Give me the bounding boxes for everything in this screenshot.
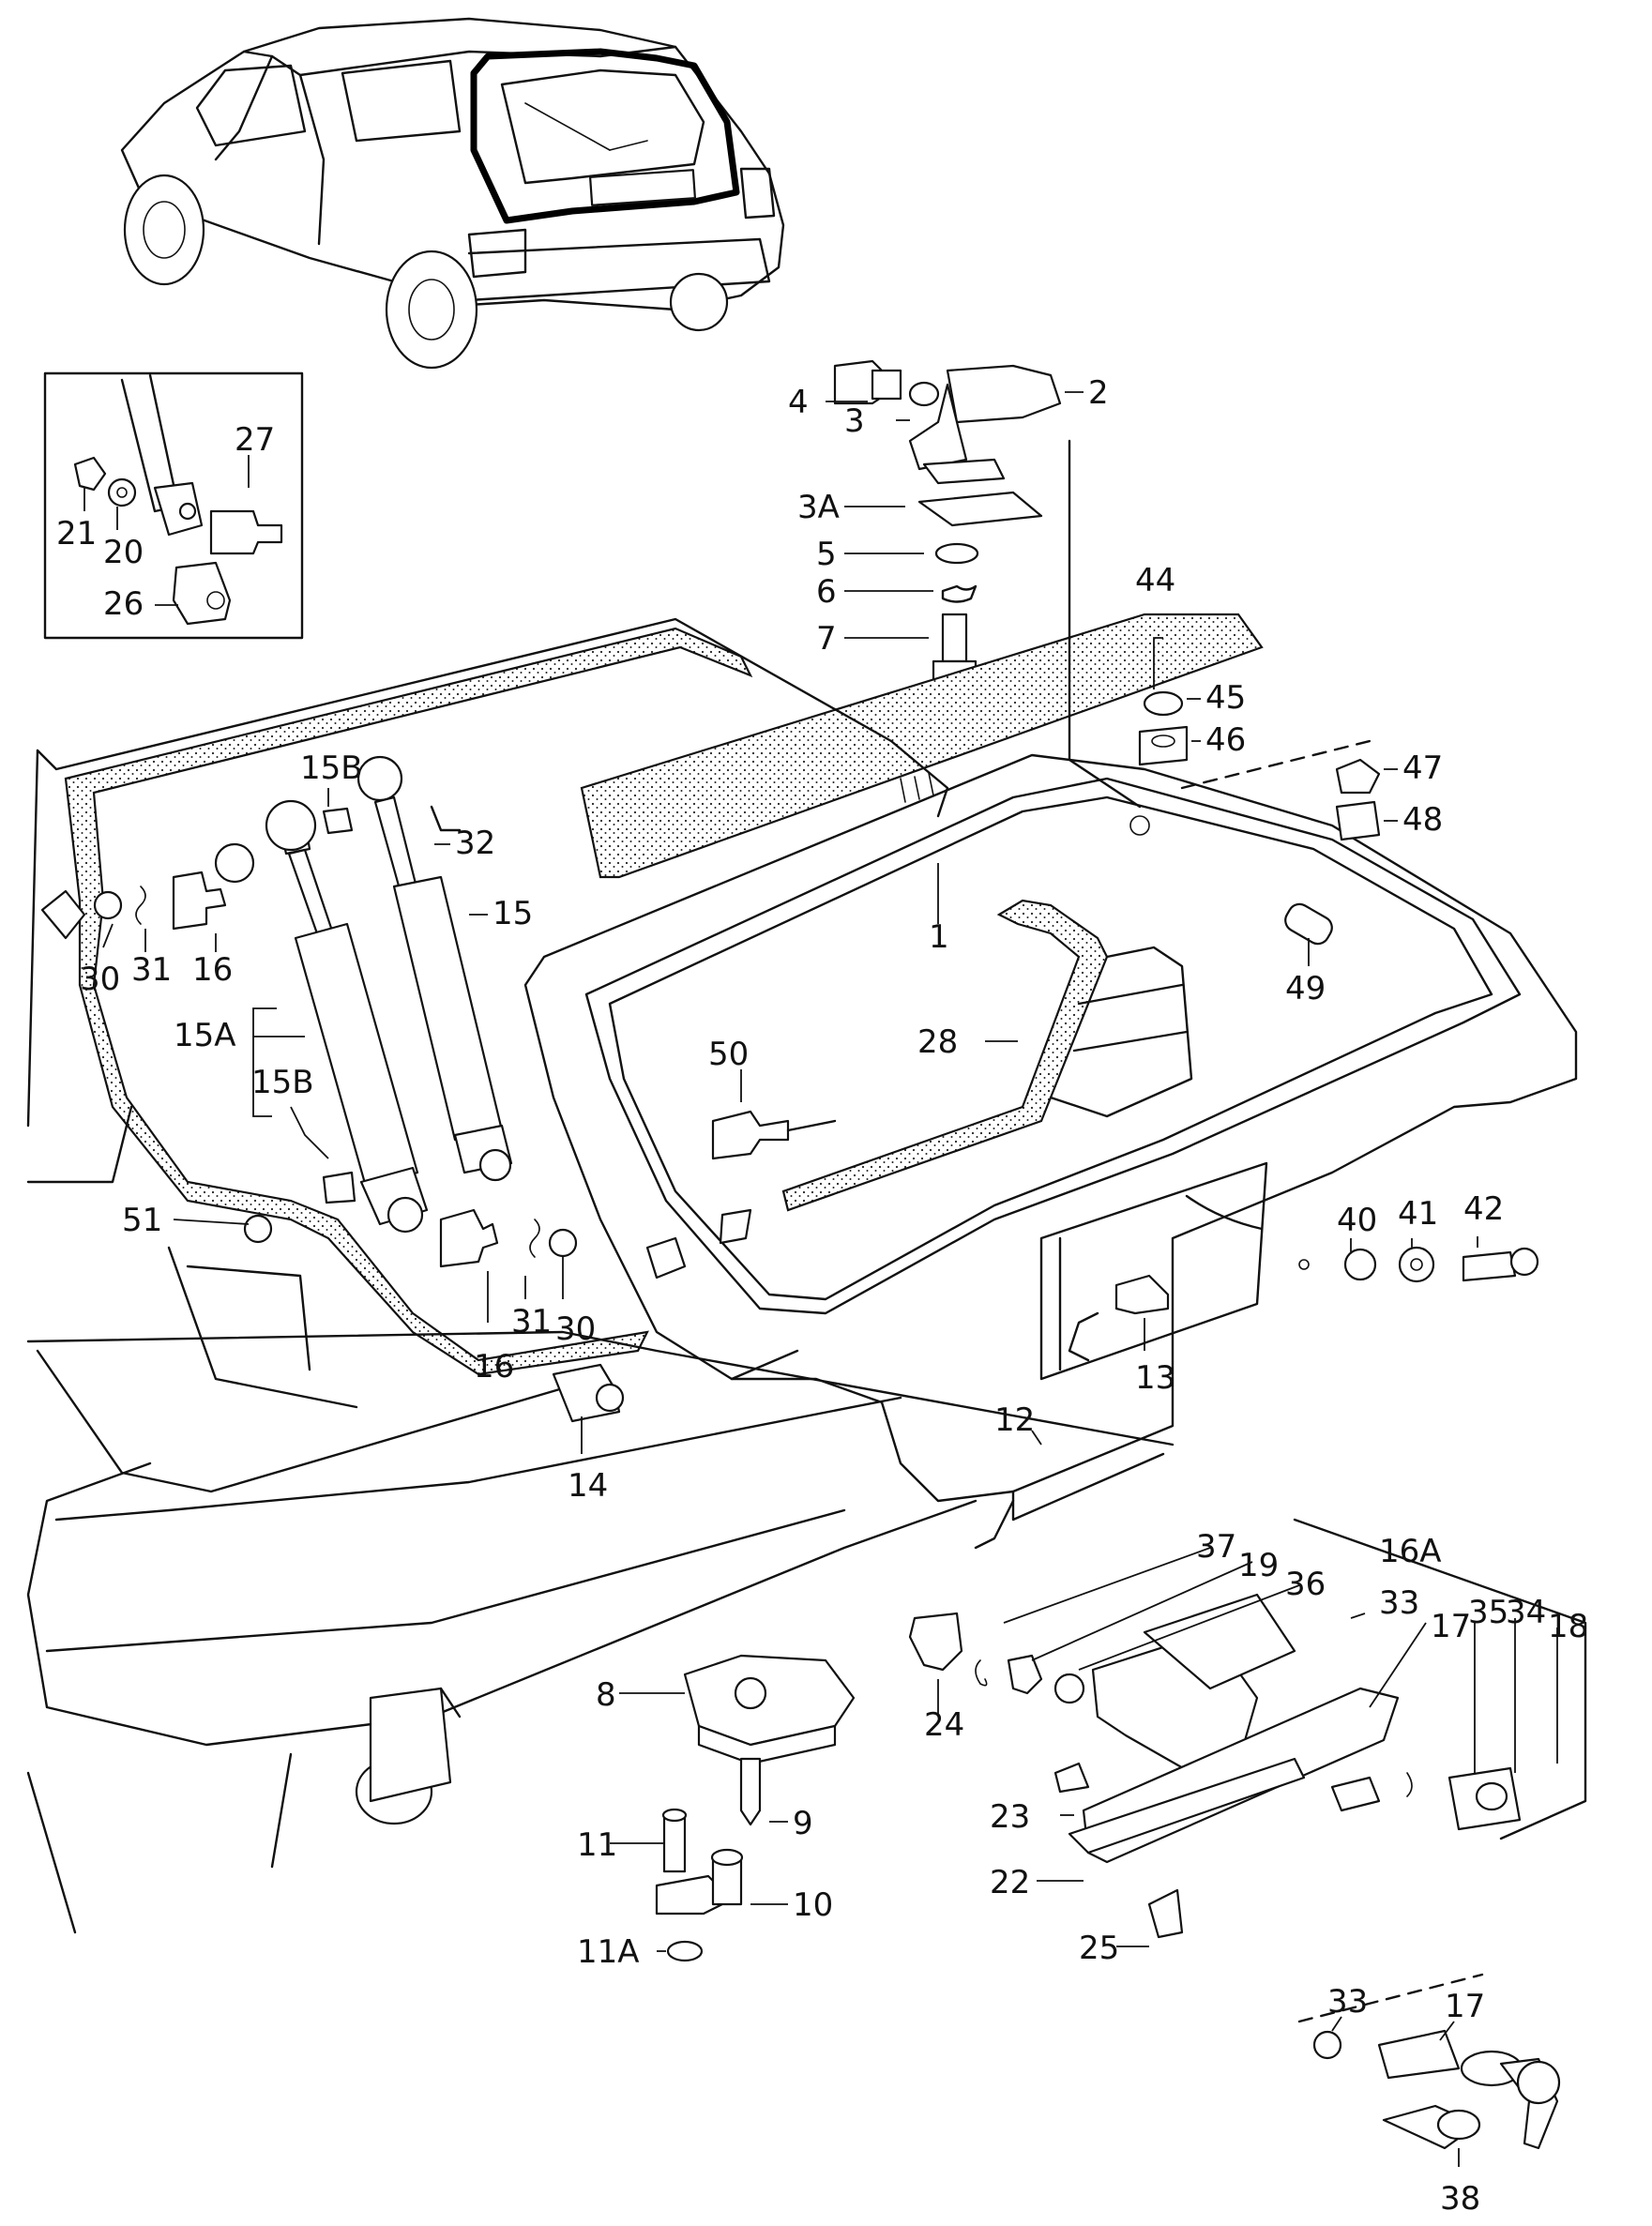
callout-41: 41 <box>1398 1195 1438 1233</box>
callout-40: 40 <box>1337 1202 1377 1239</box>
callout-16-top: 16 <box>192 951 233 989</box>
hinge-group <box>833 359 1062 687</box>
glass-seal-strip <box>781 899 1193 1212</box>
callout-30-top: 30 <box>80 961 120 998</box>
part-50-clip <box>711 1110 837 1245</box>
callout-47: 47 <box>1402 750 1443 787</box>
callout-3: 3 <box>844 402 865 440</box>
callout-20: 20 <box>103 534 144 571</box>
callout-11: 11 <box>577 1826 617 1864</box>
callout-22: 22 <box>990 1864 1030 1901</box>
callout-42: 42 <box>1463 1190 1504 1228</box>
callout-24: 24 <box>924 1706 964 1744</box>
callout-33-top: 33 <box>1379 1584 1419 1622</box>
callout-14: 14 <box>568 1467 608 1505</box>
callout-23: 23 <box>990 1798 1030 1836</box>
callout-38: 38 <box>1440 2180 1480 2218</box>
callout-17-bot: 17 <box>1445 1988 1485 2025</box>
callout-5: 5 <box>816 536 837 573</box>
callout-48: 48 <box>1402 801 1443 839</box>
callout-15: 15 <box>493 895 533 932</box>
callout-33-bot: 33 <box>1327 1983 1368 2021</box>
callout-16a: 16A <box>1379 1533 1442 1570</box>
callout-4: 4 <box>788 384 809 421</box>
callout-2: 2 <box>1088 374 1109 412</box>
callout-45: 45 <box>1205 679 1246 717</box>
callout-28: 28 <box>917 1023 958 1061</box>
callout-3a: 3A <box>797 489 840 526</box>
body-opening-seal <box>26 617 949 1376</box>
callout-18: 18 <box>1548 1608 1588 1645</box>
callout-49: 49 <box>1285 970 1326 1007</box>
callout-6: 6 <box>816 573 837 611</box>
callout-37: 37 <box>1196 1528 1236 1566</box>
callout-21: 21 <box>56 515 97 553</box>
callout-labels: 1 2 3 4 3A 5 6 7 44 45 46 47 48 49 28 50… <box>56 374 1588 2218</box>
roof-spoiler <box>580 613 1264 879</box>
callout-10: 10 <box>793 1886 833 1924</box>
callout-30-bot: 30 <box>555 1310 596 1348</box>
tailgate-panel <box>523 753 1578 1522</box>
callout-50: 50 <box>708 1036 749 1073</box>
lock-assembly <box>655 1518 1587 2150</box>
callout-31-top: 31 <box>131 951 172 989</box>
callout-17-top: 17 <box>1431 1608 1471 1645</box>
callout-27: 27 <box>235 421 275 459</box>
callout-7: 7 <box>816 620 837 658</box>
leader-lines <box>83 391 1558 2167</box>
strut-end-inset <box>43 371 304 640</box>
callout-15b-top: 15B <box>300 750 363 787</box>
clips-right <box>1068 439 1381 946</box>
callout-9: 9 <box>793 1805 813 1842</box>
callout-35: 35 <box>1468 1594 1508 1631</box>
callout-15b-mid: 15B <box>251 1064 314 1101</box>
strut-fasteners <box>40 842 687 1280</box>
callout-11a: 11A <box>577 1933 640 1971</box>
small-parts-right <box>552 1246 1539 1550</box>
callout-8: 8 <box>596 1676 616 1714</box>
callout-12: 12 <box>994 1401 1035 1439</box>
callout-19: 19 <box>1238 1547 1279 1584</box>
callout-31-bot: 31 <box>511 1303 552 1340</box>
car-overview-illustration <box>120 17 785 370</box>
callout-36: 36 <box>1285 1566 1326 1603</box>
callout-44: 44 <box>1135 562 1175 599</box>
lower-body-bumper <box>26 1246 1175 1934</box>
callout-25: 25 <box>1079 1930 1119 1967</box>
callout-46: 46 <box>1205 721 1246 759</box>
callout-1: 1 <box>929 918 949 956</box>
callout-34: 34 <box>1506 1594 1546 1631</box>
callout-13: 13 <box>1135 1359 1175 1397</box>
gas-struts <box>265 755 513 1234</box>
callout-16-bot: 16 <box>474 1348 514 1386</box>
callout-51: 51 <box>122 1202 162 1239</box>
callout-26: 26 <box>103 585 144 623</box>
callout-15a: 15A <box>174 1017 236 1054</box>
callout-32: 32 <box>455 825 495 862</box>
